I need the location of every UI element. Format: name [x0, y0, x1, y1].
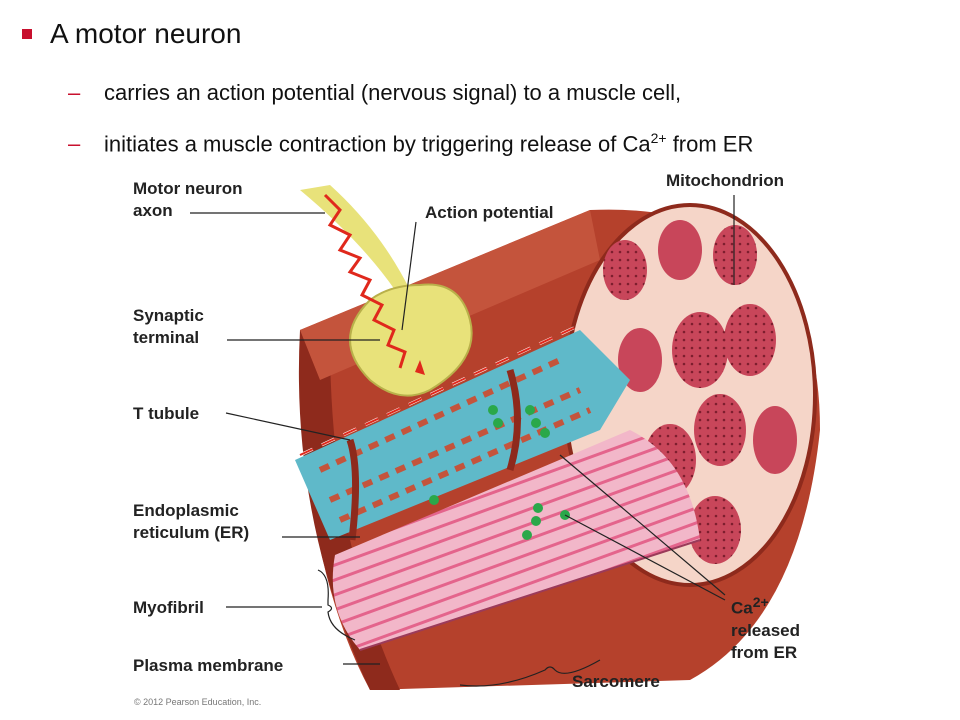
mitochondrion [658, 220, 702, 280]
label-myofibril: Myofibril [133, 598, 204, 617]
label-ca-released: Ca2+ released from ER [731, 594, 800, 662]
endoplasmic-reticulum [295, 330, 630, 540]
dash-icon: – [68, 131, 81, 157]
myofibril-brace [317, 569, 356, 641]
t-tubule [346, 438, 360, 541]
motor-neuron-axon [300, 185, 410, 290]
label-mitochondrion: Mitochondrion [666, 171, 785, 190]
bullet-main: A motor neuron [22, 18, 241, 50]
calcium-ion [525, 405, 535, 415]
calcium-ion [531, 516, 541, 526]
dash-icon: – [68, 80, 81, 105]
sub-bullet-2: – initiates a muscle contraction by trig… [68, 130, 753, 157]
sarcomere-brace [459, 659, 601, 687]
calcium-ion [429, 495, 439, 505]
bullet-square-icon [22, 29, 32, 39]
synaptic-terminal [349, 283, 473, 397]
label-action-potential: Action potential [425, 203, 554, 222]
calcium-ion [522, 530, 532, 540]
calcium-ion [488, 405, 498, 415]
sub-bullet-1-text: carries an action potential (nervous sig… [104, 80, 682, 105]
calcium-ion [531, 418, 541, 428]
mitochondrion [618, 328, 662, 392]
label-sarcomere: Sarcomere [572, 672, 660, 691]
calcium-ion [533, 503, 543, 513]
calcium-ion [493, 418, 503, 428]
label-plasma-membrane: Plasma membrane [133, 656, 284, 675]
label-motor-neuron-axon: Motor neuron axon [133, 179, 243, 221]
sub-bullet-1: – carries an action potential (nervous s… [68, 80, 681, 106]
label-synaptic-terminal: Synaptic terminal [133, 306, 204, 348]
mitochondrion [753, 406, 797, 474]
t-tubule [506, 368, 521, 472]
myofibril [332, 430, 700, 650]
sub-bullet-2-text: initiates a muscle contraction by trigge… [104, 130, 754, 157]
label-endoplasmic-reticulum: Endoplasmic reticulum (ER) [133, 501, 250, 543]
copyright-text: © 2012 Pearson Education, Inc. [134, 697, 262, 707]
calcium-ion [540, 428, 550, 438]
label-t-tubule: T tubule [133, 404, 200, 423]
bullet-text: A motor neuron [50, 18, 242, 49]
action-potential-signal [323, 193, 407, 369]
plasma-membrane-shape [298, 330, 400, 690]
